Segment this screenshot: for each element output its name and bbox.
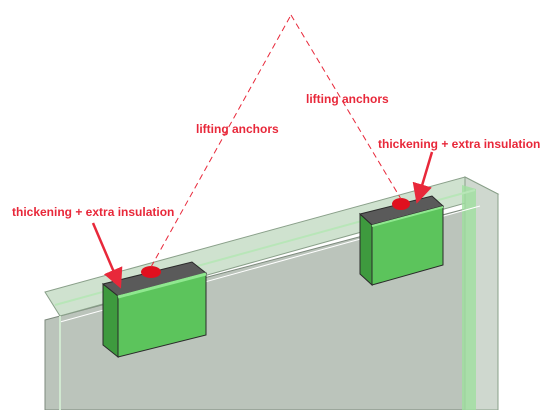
block-right-highlight: [371, 206, 444, 227]
label-lifting-anchors-left: lifting anchors: [196, 122, 279, 136]
thickening-block-left: [101, 261, 208, 359]
lifting-sling-lines: [150, 14, 402, 268]
sling-line-right: [290, 14, 402, 200]
block-right-side: [359, 212, 373, 287]
sling-line-left: [150, 14, 292, 268]
lifting-anchor-left: [141, 266, 161, 278]
label-thickening-right: thickening + extra insulation: [378, 137, 541, 151]
block-left-highlight: [117, 272, 207, 299]
panel-insulation-strip: [462, 185, 476, 410]
block-left-side: [102, 282, 119, 359]
label-lifting-anchors-right: lifting anchors: [306, 92, 389, 106]
lifting-anchor-right: [392, 198, 410, 210]
arrow-thickening-right: [412, 151, 434, 204]
arrow-thickening-left: [91, 222, 123, 289]
label-thickening-left: thickening + extra insulation: [12, 205, 175, 219]
